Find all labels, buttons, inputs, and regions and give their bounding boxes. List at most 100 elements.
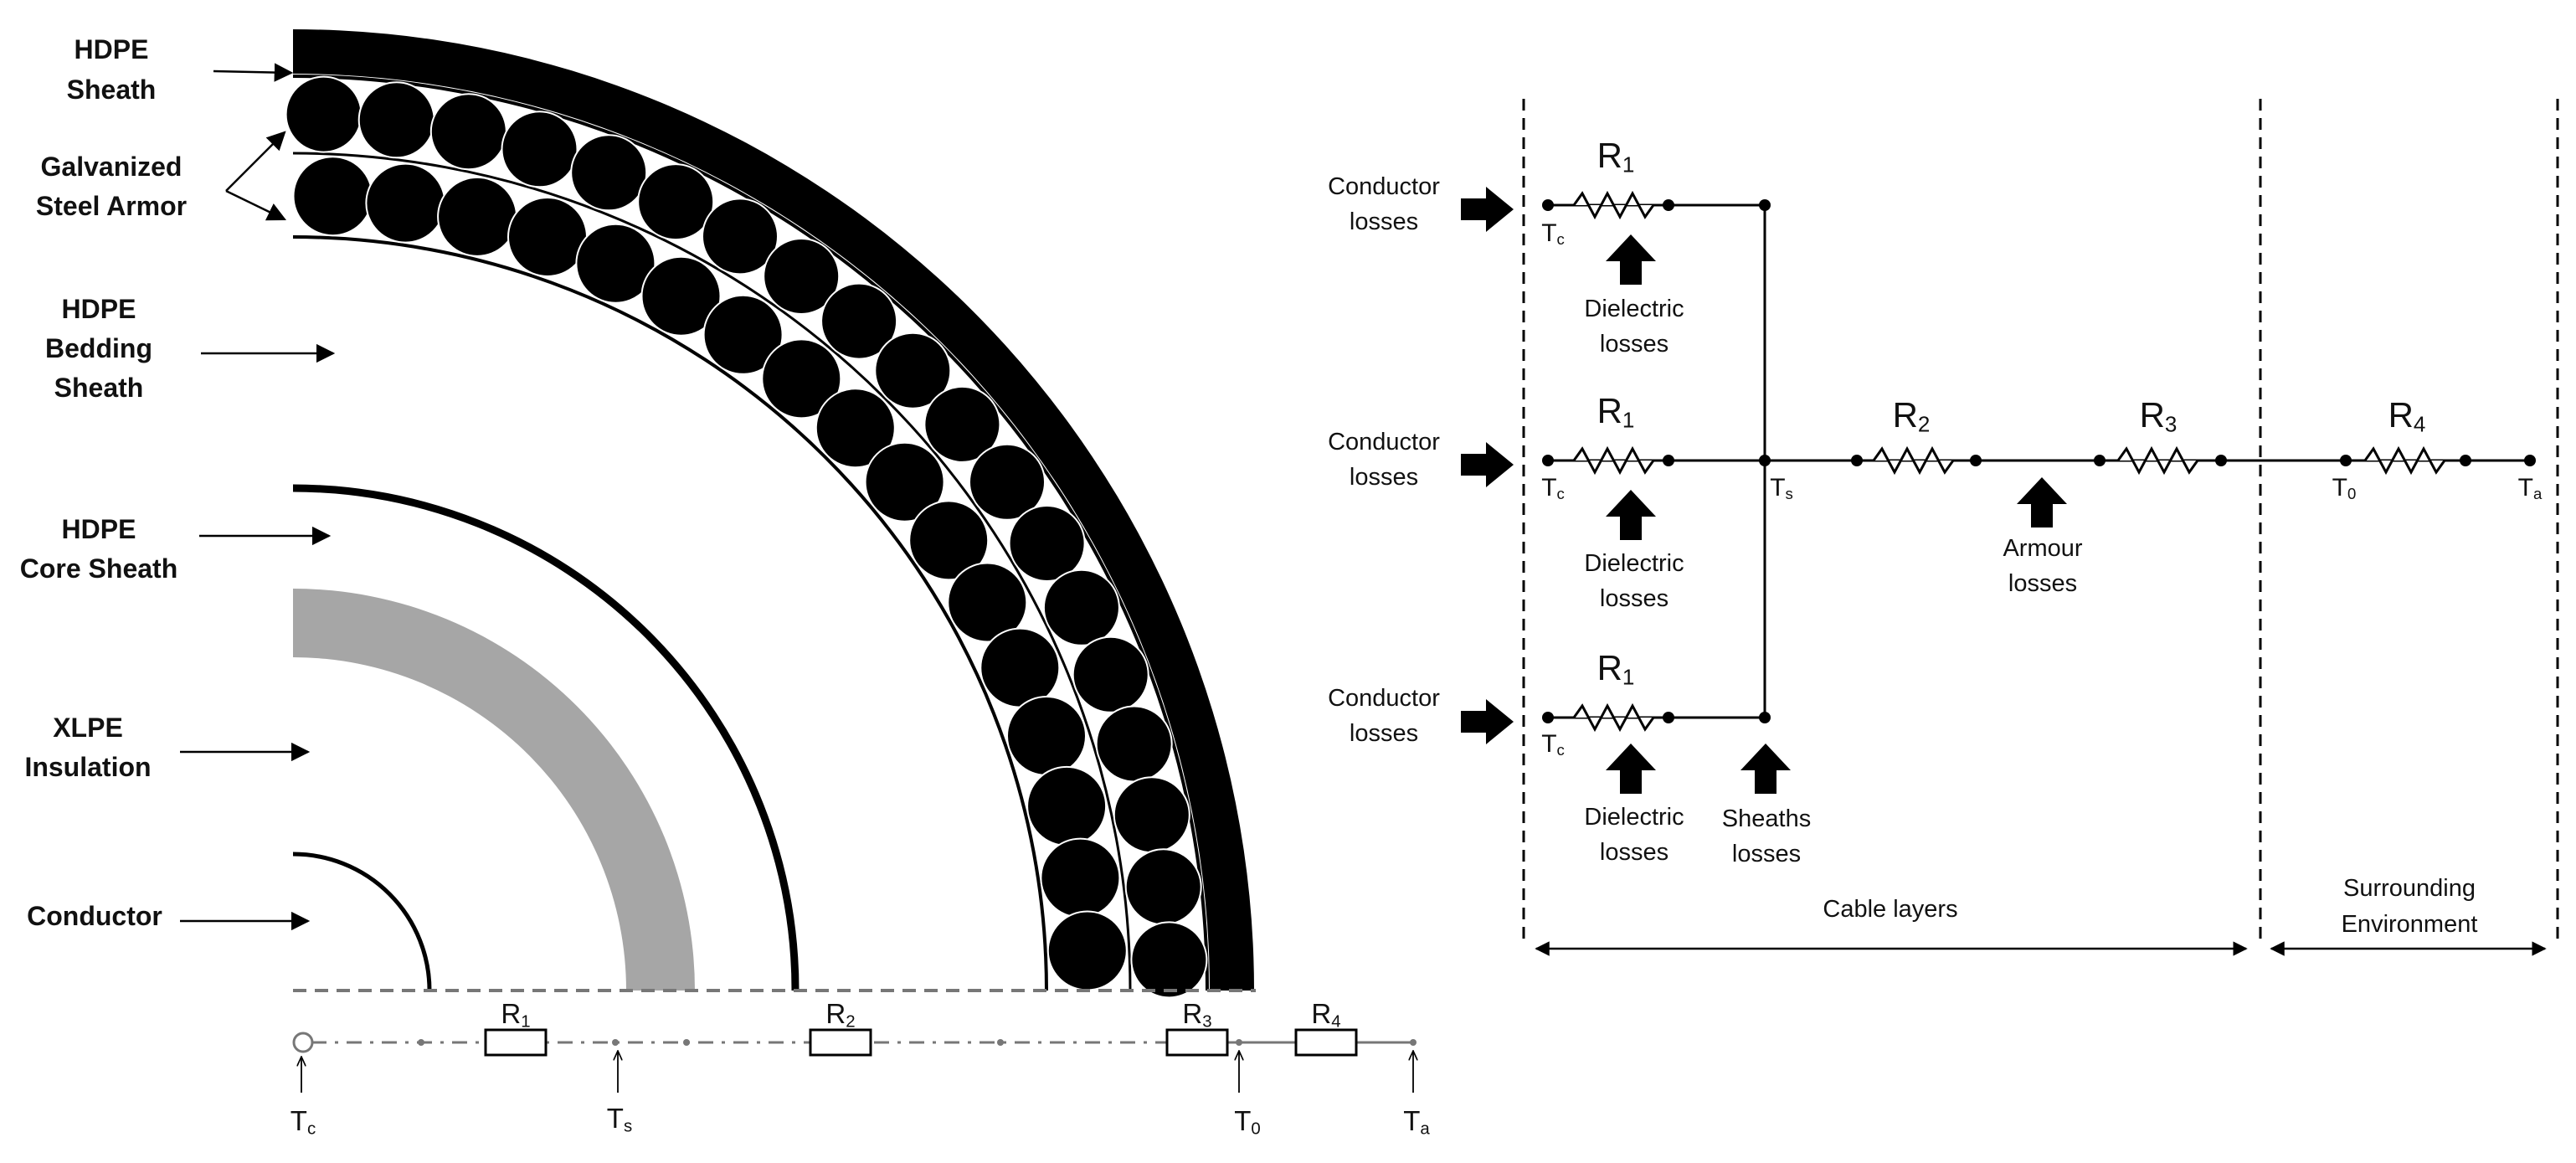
- armour-losses-l1: Armour: [2003, 535, 2082, 562]
- node: [1663, 199, 1674, 211]
- r1-label-row1: R1: [1597, 136, 1635, 178]
- armor-wire: [947, 562, 1028, 643]
- armor-wire: [763, 238, 841, 315]
- label-armor-l1: Galvanized: [41, 152, 183, 182]
- label-conductor: Conductor: [27, 901, 162, 931]
- node: [1542, 455, 1554, 466]
- armor-wire: [702, 198, 779, 275]
- bottom-r4-label: R4: [1311, 998, 1340, 1032]
- resistor-r3: [2116, 445, 2199, 476]
- conductor-losses-arrow-1: [1461, 187, 1514, 232]
- sheaths-losses-arrow: [1740, 744, 1791, 794]
- label-bedding-l2: Bedding: [45, 333, 152, 363]
- cable-cross-section: [285, 29, 1256, 999]
- r3-box: [1165, 1028, 1229, 1057]
- conductor-losses-arrow-2: [1461, 442, 1514, 487]
- chain-dot: [612, 1039, 619, 1046]
- chain-dot: [997, 1039, 1004, 1046]
- armor-wire: [637, 163, 715, 241]
- dielectric-losses-arrow-3: [1606, 744, 1656, 794]
- node: [2215, 455, 2227, 466]
- armour-losses-arrow: [2017, 477, 2067, 527]
- label-core-sheath-l2: Core Sheath: [20, 553, 177, 584]
- label-hdpe-sheath-l2: Sheath: [67, 75, 157, 105]
- r3-label: R3: [2140, 395, 2178, 437]
- armor-wire: [761, 338, 842, 419]
- armour-losses-l2: losses: [2008, 570, 2077, 597]
- surrounding-env-l2: Environment: [2342, 911, 2478, 938]
- ts-label: Ts: [1770, 474, 1793, 502]
- bottom-r2-label: R2: [825, 998, 855, 1032]
- tc-node-circle: [292, 1032, 314, 1053]
- armor-wire: [969, 443, 1046, 521]
- node: [2340, 455, 2352, 466]
- armor-wire: [1130, 921, 1208, 999]
- tc-label-row2: Tc: [1541, 474, 1565, 502]
- r1-label-row3: R1: [1597, 648, 1635, 690]
- node: [1970, 455, 1982, 466]
- dielectric-losses-arrow-1: [1606, 234, 1656, 285]
- conductor-losses-2-l1: Conductor: [1328, 429, 1440, 455]
- arrow-armor-1: [225, 131, 286, 192]
- armor-wire: [820, 282, 898, 360]
- resistor-r2: [1872, 445, 1955, 476]
- tc-label-row1: Tc: [1541, 219, 1565, 248]
- tc-label-row3: Tc: [1541, 730, 1565, 759]
- armor-wire: [365, 162, 446, 244]
- conductor-losses-3-l1: Conductor: [1328, 685, 1440, 712]
- armor-wire: [1006, 696, 1087, 776]
- conductor-arc: [292, 852, 432, 991]
- node: [1663, 712, 1674, 723]
- armor-wire: [285, 75, 362, 153]
- chain-dot: [1236, 1039, 1242, 1046]
- armor-wire: [501, 111, 578, 188]
- bottom-tc-label: Tc: [291, 1105, 316, 1139]
- armor-wire: [357, 81, 435, 159]
- dielectric-losses-2-l2: losses: [1600, 585, 1668, 612]
- dielectric-losses-1-l1: Dielectric: [1584, 296, 1684, 322]
- resistor-r4: [2363, 445, 2446, 476]
- label-bedding-l3: Sheath: [54, 373, 144, 403]
- sheaths-losses-l1: Sheaths: [1722, 805, 1811, 832]
- bottom-ts-label: Ts: [607, 1103, 632, 1136]
- dielectric-losses-arrow-2: [1606, 490, 1656, 540]
- armor-wire: [1026, 765, 1108, 847]
- label-hdpe-sheath-l1: HDPE: [75, 34, 149, 64]
- node: [2460, 455, 2471, 466]
- armor-wire: [640, 255, 722, 337]
- armor-wire: [923, 385, 1001, 463]
- label-insulation-l2: Insulation: [24, 752, 151, 782]
- thermal-circuit: R1 R1 R1 R2 R3 R4 Tc Tc Tc Ts T0 Ta Cond…: [1328, 99, 2559, 956]
- r2-label: R2: [1893, 395, 1931, 437]
- surrounding-env-l1: Surrounding: [2343, 875, 2476, 902]
- node: [1759, 455, 1771, 466]
- armor-wire: [1040, 837, 1121, 919]
- armor-wire: [1095, 705, 1173, 783]
- node: [2524, 455, 2536, 466]
- node: [1542, 199, 1554, 211]
- conductor-losses-1-l1: Conductor: [1328, 173, 1440, 200]
- armor-wire: [1046, 910, 1128, 991]
- dielectric-losses-3-l2: losses: [1600, 839, 1668, 866]
- armor-wire: [570, 134, 648, 212]
- label-core-sheath-l1: HDPE: [62, 514, 136, 544]
- node: [1759, 199, 1771, 211]
- node: [1759, 712, 1771, 723]
- resistor-r1-row1: [1572, 190, 1655, 220]
- chain-dot: [683, 1039, 690, 1046]
- t0-label: T0: [2332, 474, 2357, 502]
- label-armor-l2: Steel Armor: [36, 191, 187, 221]
- cable-layers-label: Cable layers: [1823, 896, 1957, 923]
- resistor-r1-row2: [1572, 445, 1655, 476]
- armor-wire: [1072, 636, 1149, 713]
- node: [1851, 455, 1863, 466]
- dielectric-losses-1-l2: losses: [1600, 331, 1668, 358]
- r1-box: [484, 1028, 548, 1057]
- armor-wire: [979, 627, 1061, 708]
- armor-wire: [575, 223, 656, 304]
- sheaths-losses-l2: losses: [1732, 841, 1801, 867]
- armor-wire: [1124, 848, 1202, 926]
- armor-wire: [815, 388, 896, 469]
- node: [1663, 455, 1674, 466]
